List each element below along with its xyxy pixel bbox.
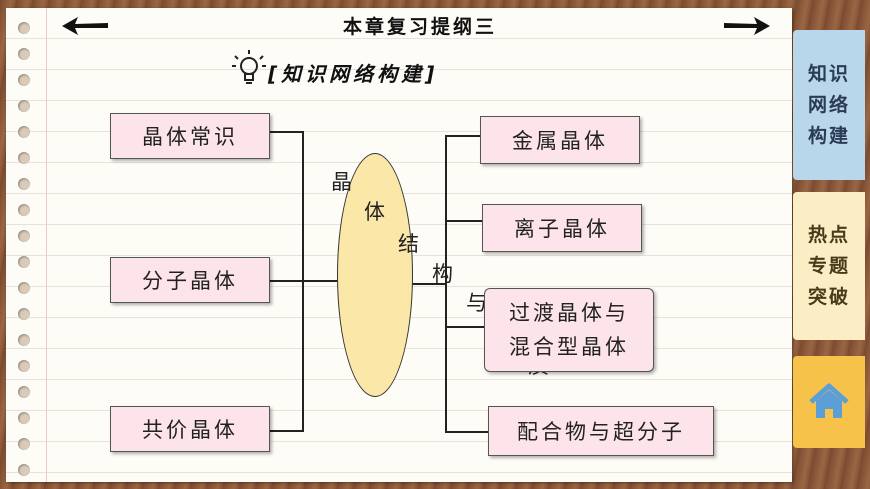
tab-char: 识 <box>829 62 851 85</box>
tab-hot-topics[interactable]: 热点 专题 突破 <box>793 192 865 340</box>
connector-line <box>302 131 304 432</box>
tab-char: 点 <box>829 223 851 246</box>
tab-char: 知 <box>807 62 829 85</box>
node-crystal-basics: 晶体常识 <box>110 113 270 159</box>
binder-hole <box>18 230 30 242</box>
connector-line <box>445 326 485 328</box>
tab-char: 构 <box>807 124 829 147</box>
tab-char: 建 <box>829 124 851 147</box>
center-char: 结 <box>398 232 419 256</box>
tab-char: 络 <box>829 93 851 116</box>
binder-hole <box>18 100 30 112</box>
binder-hole <box>18 126 30 138</box>
arrow-right-icon[interactable] <box>722 14 772 38</box>
tab-char: 专 <box>807 254 829 277</box>
arrow-left-icon[interactable] <box>60 14 110 38</box>
section-subtitle: [知识网络构建] <box>268 62 439 86</box>
binder-hole <box>18 438 30 450</box>
center-char: 与 <box>466 291 487 315</box>
node-transition-mixed-crystal: 过渡晶体与 混合型晶体 <box>484 288 654 372</box>
tab-knowledge-network[interactable]: 知识 网络 构建 <box>793 30 865 180</box>
binder-hole <box>18 282 30 294</box>
node-molecular-crystal: 分子晶体 <box>110 257 270 303</box>
node-complex-supramolecule: 配合物与超分子 <box>488 406 714 456</box>
tab-char: 网 <box>807 93 829 116</box>
binder-hole <box>18 48 30 60</box>
center-char: 晶 <box>331 170 352 194</box>
lightbulb-icon <box>232 50 266 84</box>
binder-hole <box>18 334 30 346</box>
connector-line <box>410 283 446 285</box>
tab-char: 题 <box>829 254 851 277</box>
connector-line <box>445 135 480 137</box>
binder-hole <box>18 360 30 372</box>
binder-hole <box>18 204 30 216</box>
binder-hole <box>18 308 30 320</box>
tab-char: 突 <box>807 285 829 308</box>
center-ellipse <box>337 153 413 397</box>
binder-hole <box>18 152 30 164</box>
binder-hole <box>18 22 30 34</box>
home-icon[interactable] <box>807 382 851 422</box>
binder-hole <box>18 386 30 398</box>
connector-line <box>445 220 482 222</box>
binder-hole <box>18 464 30 476</box>
connector-line <box>445 135 447 433</box>
connector-line <box>445 431 488 433</box>
margin-line <box>46 8 47 482</box>
node-covalent-crystal: 共价晶体 <box>110 406 270 452</box>
binder-hole <box>18 178 30 190</box>
binder-hole <box>18 256 30 268</box>
center-char: 构 <box>432 262 453 286</box>
node-metallic-crystal: 金属晶体 <box>480 116 640 164</box>
connector-line <box>268 430 303 432</box>
binder-hole <box>18 74 30 86</box>
node-ionic-crystal: 离子晶体 <box>482 204 642 252</box>
connector-line <box>268 131 303 133</box>
node-text-line: 过渡晶体与 <box>509 301 629 325</box>
tab-home[interactable] <box>793 356 865 448</box>
tab-char: 破 <box>829 285 851 308</box>
binder-hole <box>18 412 30 424</box>
center-char: 体 <box>364 200 385 224</box>
node-text-line: 混合型晶体 <box>509 335 629 359</box>
tab-char: 热 <box>807 223 829 246</box>
page-title: 本章复习提纲三 <box>342 16 497 38</box>
